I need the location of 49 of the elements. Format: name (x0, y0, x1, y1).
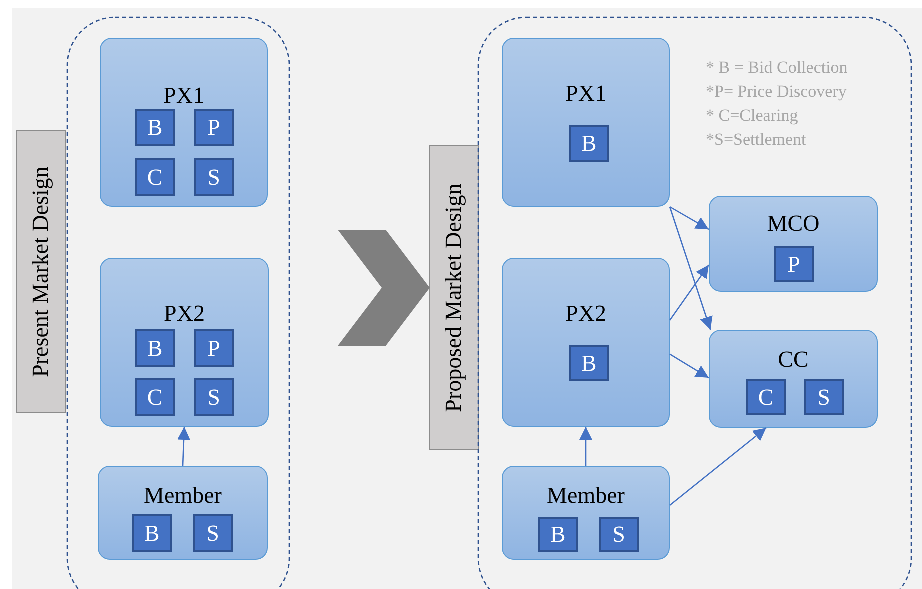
section-label: Proposed Market Design (441, 183, 467, 412)
function-tile: B (569, 345, 609, 381)
function-tile: B (569, 125, 609, 162)
process-box (709, 330, 878, 428)
box-title: PX2 (163, 301, 206, 327)
section-label-box (429, 145, 479, 450)
function-tile: P (774, 246, 814, 282)
box-title: MCO (766, 211, 821, 237)
section-label: Present Market Design (28, 166, 54, 377)
process-box (709, 196, 878, 292)
process-box (100, 38, 268, 207)
function-tile: B (538, 517, 578, 552)
arrow (669, 206, 713, 330)
function-tile: S (599, 517, 639, 552)
legend-note: * B = Bid Collection (706, 58, 848, 78)
arrow (670, 206, 710, 230)
legend-note: *S=Settlement (706, 130, 806, 150)
function-tile: B (135, 109, 175, 146)
process-box (98, 466, 268, 560)
process-box (100, 258, 269, 427)
arrow (670, 354, 710, 379)
box-title: CC (777, 347, 810, 373)
function-tile: C (135, 158, 175, 196)
function-tile: S (193, 514, 233, 552)
function-tile: P (194, 329, 234, 367)
box-title: PX1 (162, 83, 206, 109)
legend-note: *P= Price Discovery (706, 82, 847, 102)
arrow (580, 427, 592, 466)
box-title: PX1 (564, 81, 608, 107)
function-tile: P (194, 109, 234, 146)
arrow (669, 264, 710, 321)
section-label-box (16, 130, 66, 413)
function-tile: S (194, 378, 234, 416)
function-tile: S (804, 379, 844, 415)
arrow (670, 428, 767, 506)
function-tile: C (135, 378, 175, 416)
process-box (502, 38, 670, 207)
box-title: PX2 (564, 301, 608, 327)
legend-note: * C=Clearing (706, 106, 798, 126)
process-box (502, 258, 670, 427)
box-title: Member (546, 483, 626, 509)
chevron-arrow (338, 230, 430, 346)
function-tile: S (194, 158, 234, 196)
function-tile: C (746, 379, 786, 415)
function-tile: B (132, 514, 172, 552)
box-title: Member (143, 483, 223, 509)
arrow (178, 426, 190, 466)
process-box (502, 466, 670, 560)
function-tile: B (135, 329, 175, 367)
